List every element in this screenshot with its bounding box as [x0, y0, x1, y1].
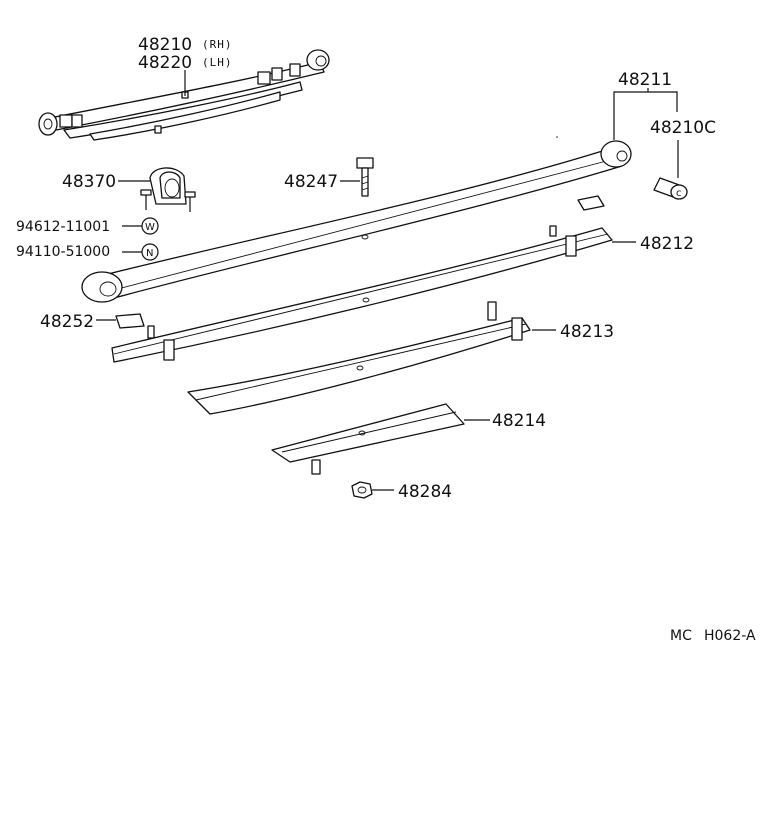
spring-lh-side: (LH): [202, 56, 233, 69]
bracket: [140, 167, 196, 212]
second-leaf-part-number: 48212: [640, 234, 694, 254]
insert: [115, 313, 145, 329]
bracket-part-number: 48370: [62, 172, 116, 192]
drawing-ref-code: H062-A: [704, 628, 756, 644]
center-nut-part-number: 48284: [398, 482, 452, 502]
spring-rh-side: (RH): [202, 38, 233, 51]
spring-lh-part-number: 48220: [138, 53, 192, 73]
fourth-leaf-part-number: 48214: [492, 411, 546, 431]
washer-part-number: 94612-11001: [16, 219, 110, 235]
insert-part-number: 48252: [40, 312, 94, 332]
main-leaf: [81, 140, 632, 303]
nut-symbol: [141, 243, 159, 261]
bushing-part-number: 48210C: [650, 118, 716, 138]
washer-mark: W: [145, 222, 155, 233]
svg-text:c: c: [676, 188, 682, 199]
center-bolt: [356, 157, 374, 197]
third-leaf-part-number: 48213: [560, 322, 614, 342]
pad: [577, 195, 605, 211]
nut-mark: N: [146, 248, 153, 259]
nut-part-number: 94110-51000: [16, 244, 110, 260]
third-leaf: [187, 301, 531, 415]
main-leaf-part-number: 48211: [618, 70, 672, 90]
second-leaf: [111, 225, 613, 363]
bushing: c: [653, 177, 688, 200]
fourth-leaf: [271, 403, 465, 475]
stray-dot: [556, 136, 558, 138]
drawing-ref-prefix: MC: [670, 628, 692, 644]
center-bolt-part-number: 48247: [284, 172, 338, 192]
center-nut: [351, 481, 373, 499]
spring-rh-part-number: 48210: [138, 35, 192, 55]
spring-assembly: [38, 49, 330, 141]
washer-symbol: [141, 217, 159, 235]
